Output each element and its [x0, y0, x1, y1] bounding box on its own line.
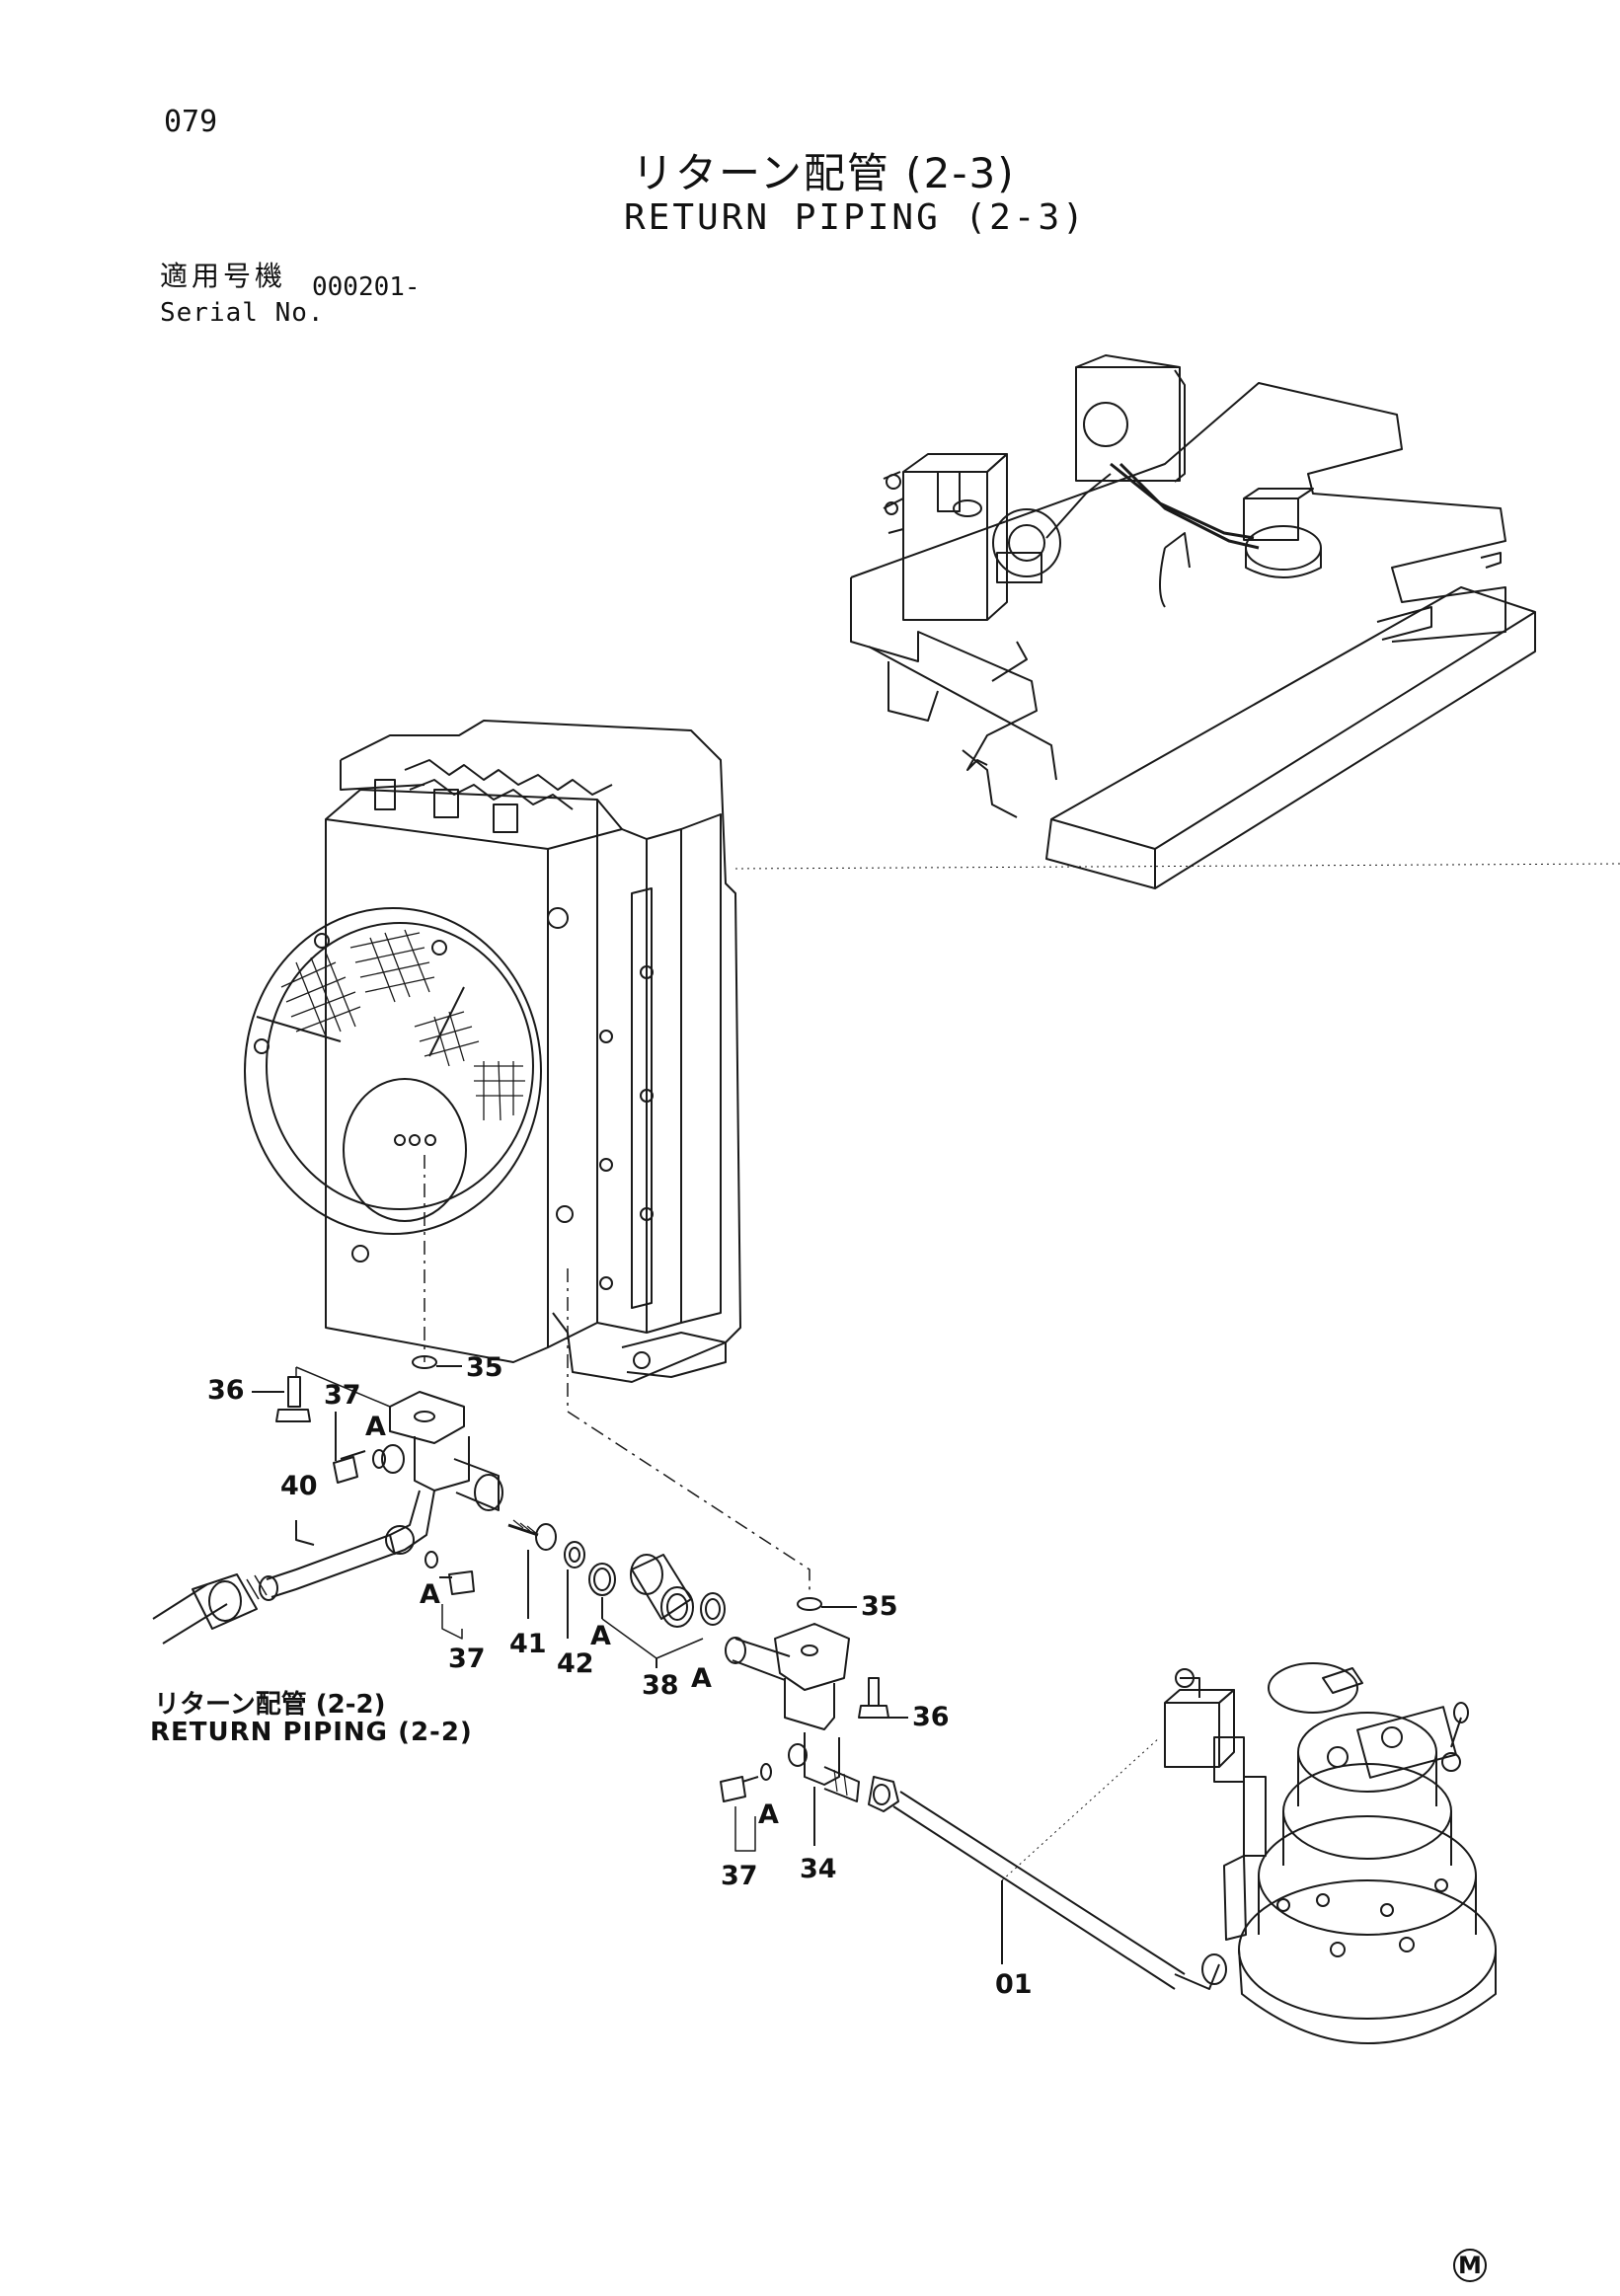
cross-reference-japanese: リターン配管 (2-2)	[154, 1690, 386, 1720]
callout-36-left: 36	[207, 1375, 245, 1406]
callout-37-upper: 37	[324, 1380, 361, 1411]
right-fitting-assembly	[720, 1597, 1227, 1990]
callout-a-mid-right: A	[691, 1663, 712, 1694]
callout-35-upper: 35	[466, 1352, 503, 1383]
page-number: 079	[164, 105, 218, 139]
callout-35-lower: 35	[861, 1591, 898, 1622]
serial-number-value: 000201-	[312, 272, 421, 302]
callout-37-bottom: 37	[721, 1861, 758, 1891]
page-title-japanese: リターン配管 (2-3)	[632, 149, 1016, 197]
callout-a-lower: A	[758, 1799, 779, 1830]
callout-a-left-lower: A	[420, 1579, 440, 1610]
circled-m-mark: M	[1453, 2249, 1487, 2282]
callout-a-mid: A	[590, 1621, 611, 1651]
callout-38: 38	[642, 1670, 679, 1701]
serial-label-english: Serial No.	[160, 298, 325, 328]
callout-42: 42	[557, 1648, 594, 1679]
left-fitting-assembly	[152, 1355, 503, 1645]
swing-motor-illustration	[1164, 1662, 1497, 2044]
callout-41: 41	[509, 1629, 547, 1659]
callout-36-right: 36	[912, 1702, 950, 1732]
callout-a-upper: A	[365, 1412, 386, 1442]
callout-34: 34	[800, 1854, 837, 1884]
oil-cooler-radiator-illustration	[244, 720, 1620, 1594]
cross-reference-english: RETURN PIPING (2-2)	[150, 1718, 473, 1747]
machine-overview-illustration	[850, 354, 1536, 889]
callout-01: 01	[995, 1969, 1033, 2000]
callout-37-lower-left: 37	[448, 1644, 486, 1674]
page-title-english: RETURN PIPING (2-3)	[624, 197, 1087, 238]
middle-parts-row	[507, 1519, 726, 1668]
serial-label-japanese: 適用号機	[160, 260, 287, 292]
callout-40: 40	[280, 1471, 318, 1501]
